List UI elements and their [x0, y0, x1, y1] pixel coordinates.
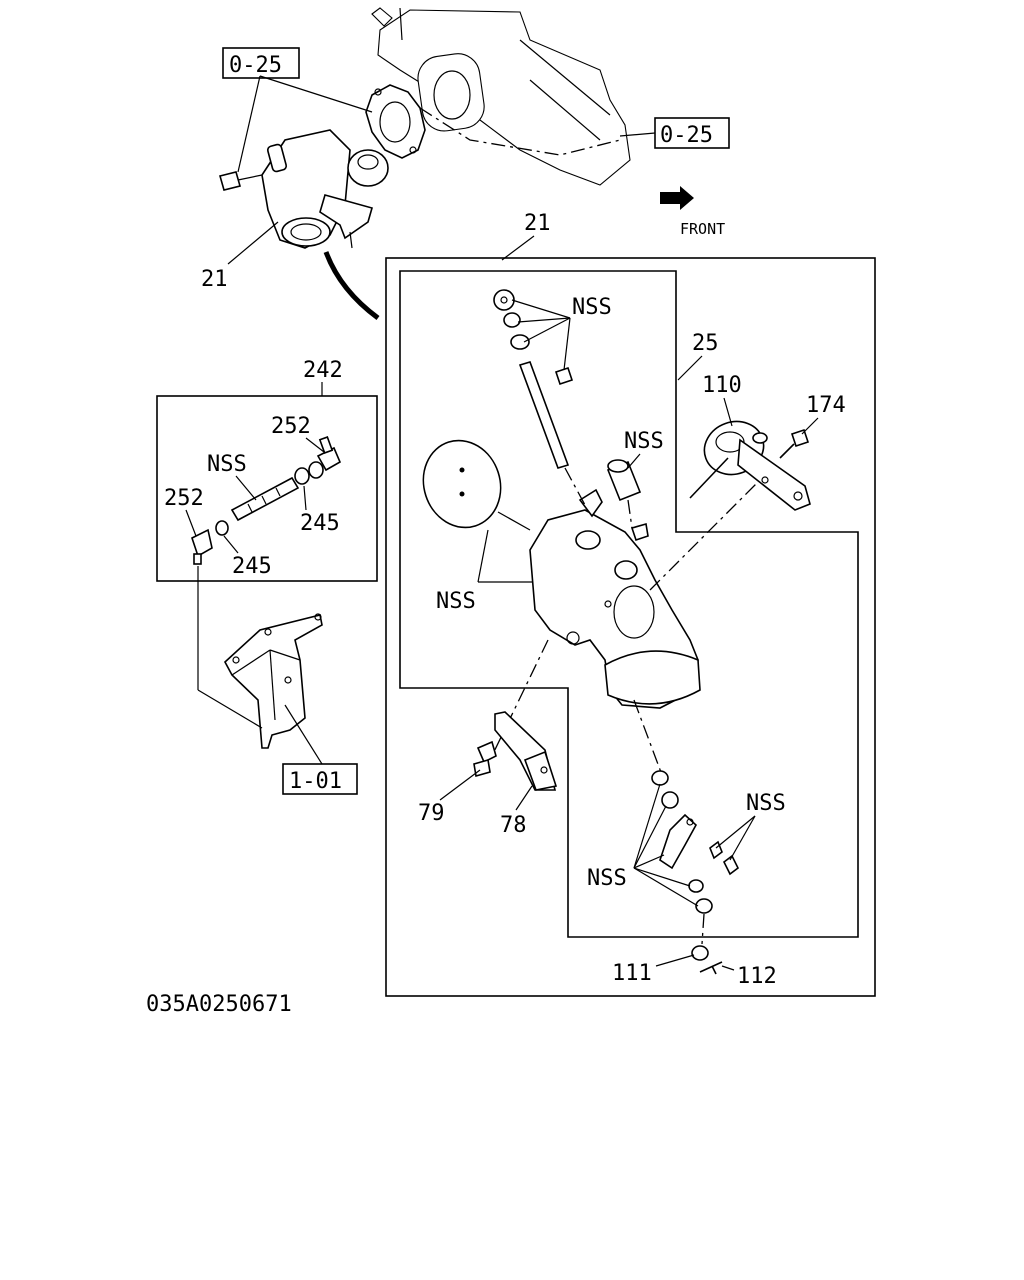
callout-252-top: 252: [271, 414, 311, 439]
group-box-242: [156, 395, 378, 582]
nss-rod: NSS: [207, 452, 247, 477]
lever-assembly: [651, 770, 740, 914]
nut-111: [691, 945, 709, 961]
shaft: [493, 289, 574, 469]
front-label: FRONT: [680, 220, 725, 238]
ref-box-101: [282, 763, 358, 795]
callout-242: 242: [303, 358, 343, 383]
nss-plate: NSS: [436, 589, 476, 614]
exhaust-brake-assembly: [219, 129, 389, 249]
callout-21-box: 21: [524, 211, 551, 236]
exhaust-brake-valve-body: [529, 488, 701, 709]
exhaust-manifold: [371, 7, 631, 186]
group-box-25: [399, 270, 859, 938]
ref-box-025-top: [222, 47, 300, 79]
callout-79: 79: [418, 801, 445, 826]
nss-nuts: NSS: [587, 866, 627, 891]
nut-245-bottom: [215, 520, 229, 536]
joint-252-left: [191, 528, 213, 565]
valve-plate: [422, 439, 502, 529]
callout-111: 111: [612, 961, 652, 986]
actuator: [689, 420, 811, 511]
nut-245-right: [294, 467, 310, 485]
mounting-bracket: [224, 613, 323, 749]
group-box-21: [385, 257, 876, 997]
ref-025-right: 0-25: [660, 123, 713, 148]
callout-78: 78: [500, 813, 527, 838]
washer-245-right: [308, 461, 324, 479]
bracket-78: [494, 711, 558, 791]
bushing: [606, 459, 642, 502]
bolt-79: [473, 740, 497, 778]
control-rod: [230, 476, 300, 522]
gasket: [365, 84, 426, 159]
bolt-174: [779, 428, 810, 459]
front-arrow-icon: [660, 186, 694, 210]
callout-252-left: 252: [164, 486, 204, 511]
ref-101: 1-01: [289, 769, 342, 794]
callout-21-left: 21: [201, 267, 228, 292]
callout-112: 112: [737, 964, 777, 989]
nss-bolts: NSS: [746, 791, 786, 816]
nss-shaft: NSS: [572, 295, 612, 320]
callout-245-bottom: 245: [232, 554, 272, 579]
nss-bushing: NSS: [624, 429, 664, 454]
drawing-code: 035A0250671: [146, 992, 292, 1017]
joint-252-top: [316, 436, 342, 472]
ref-box-025-right: [654, 117, 730, 149]
callout-110: 110: [702, 373, 742, 398]
ref-025-top: 0-25: [229, 53, 282, 78]
callout-25: 25: [692, 331, 719, 356]
callout-174: 174: [806, 393, 846, 418]
pin-112: [699, 961, 723, 975]
callout-245-right: 245: [300, 511, 340, 536]
